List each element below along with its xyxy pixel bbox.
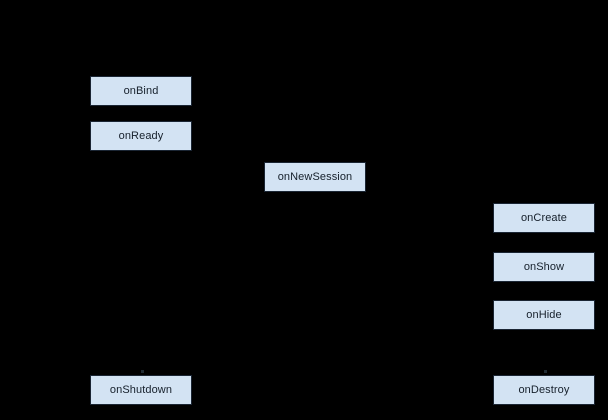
edge-onReady-to-onNewSession	[140, 151, 316, 162]
node-label: onHide	[526, 308, 562, 321]
node-label: onReady	[118, 129, 164, 142]
node-label: onDestroy	[518, 383, 570, 396]
node-onReady[interactable]: onReady	[90, 121, 192, 151]
node-onHide[interactable]: onHide	[493, 300, 595, 330]
node-label: onCreate	[520, 211, 568, 224]
node-onShutdown[interactable]: onShutdown	[90, 375, 192, 405]
arrowhead-tip-onDestroy	[544, 370, 547, 373]
node-onDestroy[interactable]: onDestroy	[493, 375, 595, 405]
node-onBind[interactable]: onBind	[90, 76, 192, 106]
node-label: onShow	[523, 260, 565, 273]
edge-onNewSession-to-onCreate	[314, 192, 545, 203]
node-label: onShutdown	[109, 383, 173, 396]
node-label: onNewSession	[277, 170, 353, 183]
node-label: onBind	[123, 84, 159, 97]
node-onNewSession[interactable]: onNewSession	[264, 162, 366, 192]
node-onShow[interactable]: onShow	[493, 252, 595, 282]
arrowhead-tip-onShutdown	[141, 370, 144, 373]
node-onCreate[interactable]: onCreate	[493, 203, 595, 233]
